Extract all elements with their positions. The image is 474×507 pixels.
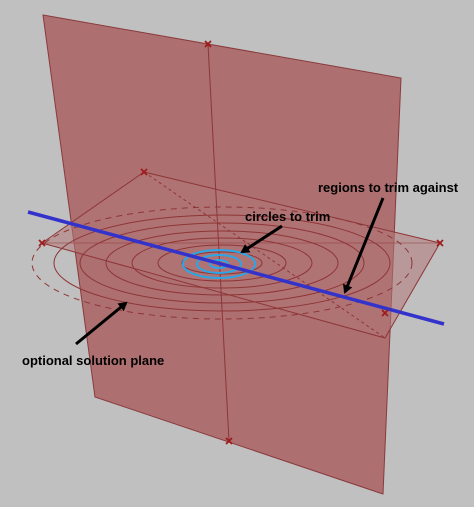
arrow-icon bbox=[75, 301, 128, 346]
vertex-marker-icon bbox=[436, 239, 444, 247]
regions-to-trim-against-label: regions to trim against bbox=[318, 180, 459, 195]
arrow-icon bbox=[342, 197, 385, 294]
trim-line bbox=[27, 210, 445, 326]
vertex-marker-icon bbox=[140, 168, 148, 176]
vertex-marker-icon bbox=[38, 239, 46, 247]
vertex-markers bbox=[38, 40, 444, 445]
arrow-icon bbox=[240, 224, 283, 254]
trim-circles bbox=[182, 249, 256, 279]
vertex-marker-icon bbox=[225, 437, 233, 445]
plane-axes bbox=[42, 43, 440, 442]
vertex-marker-icon bbox=[381, 309, 389, 317]
annotation-arrows bbox=[75, 197, 385, 346]
circles-to-trim-label: circles to trim bbox=[245, 209, 331, 224]
optional-solution-plane-label: optional solution plane bbox=[22, 353, 165, 368]
vertex-marker-icon bbox=[204, 40, 212, 48]
